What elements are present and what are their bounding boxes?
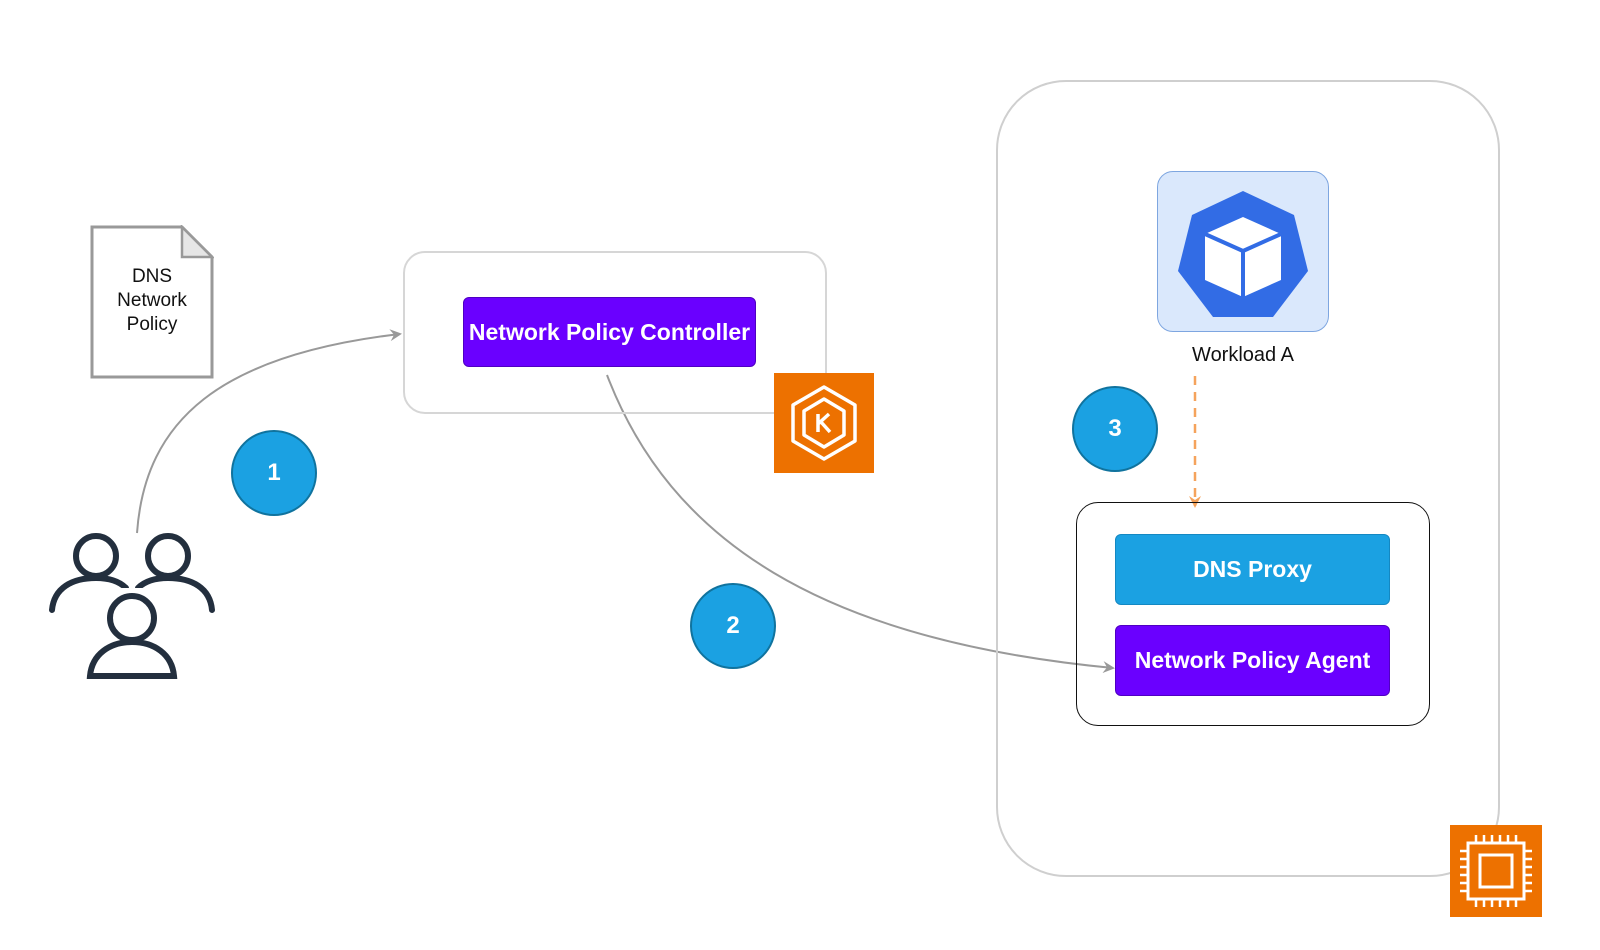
eks-control-plane-container (403, 251, 827, 414)
step-3-badge: 3 (1072, 386, 1158, 472)
dns-network-policy-label: DNS Network Policy (100, 265, 204, 337)
connector-users-to-controller (136, 329, 402, 534)
dns-proxy[interactable]: DNS Proxy (1115, 534, 1390, 605)
users-group-icon (49, 533, 215, 696)
workload-a-label: Workload A (1192, 344, 1294, 366)
ec2-instance-chip-icon (1450, 825, 1542, 917)
step-3-number: 3 (1108, 415, 1122, 442)
network-policy-controller[interactable]: Network Policy Controller (463, 297, 756, 367)
document-icon (90, 225, 214, 379)
step-2-number: 2 (726, 612, 740, 639)
doc-label-line-2: Network (117, 290, 187, 311)
step-2-badge: 2 (690, 583, 776, 669)
doc-label-line-1: DNS (131, 266, 173, 287)
kubernetes-pod-icon[interactable] (1170, 183, 1316, 329)
step-1-badge: 1 (231, 430, 317, 516)
worker-node-container (996, 80, 1500, 877)
step-1-number: 1 (267, 459, 281, 486)
amazon-eks-icon (774, 373, 874, 473)
network-policy-agent[interactable]: Network Policy Agent (1115, 625, 1390, 696)
doc-label-line-3: Policy (126, 314, 178, 335)
agent-group-container (1076, 502, 1430, 726)
